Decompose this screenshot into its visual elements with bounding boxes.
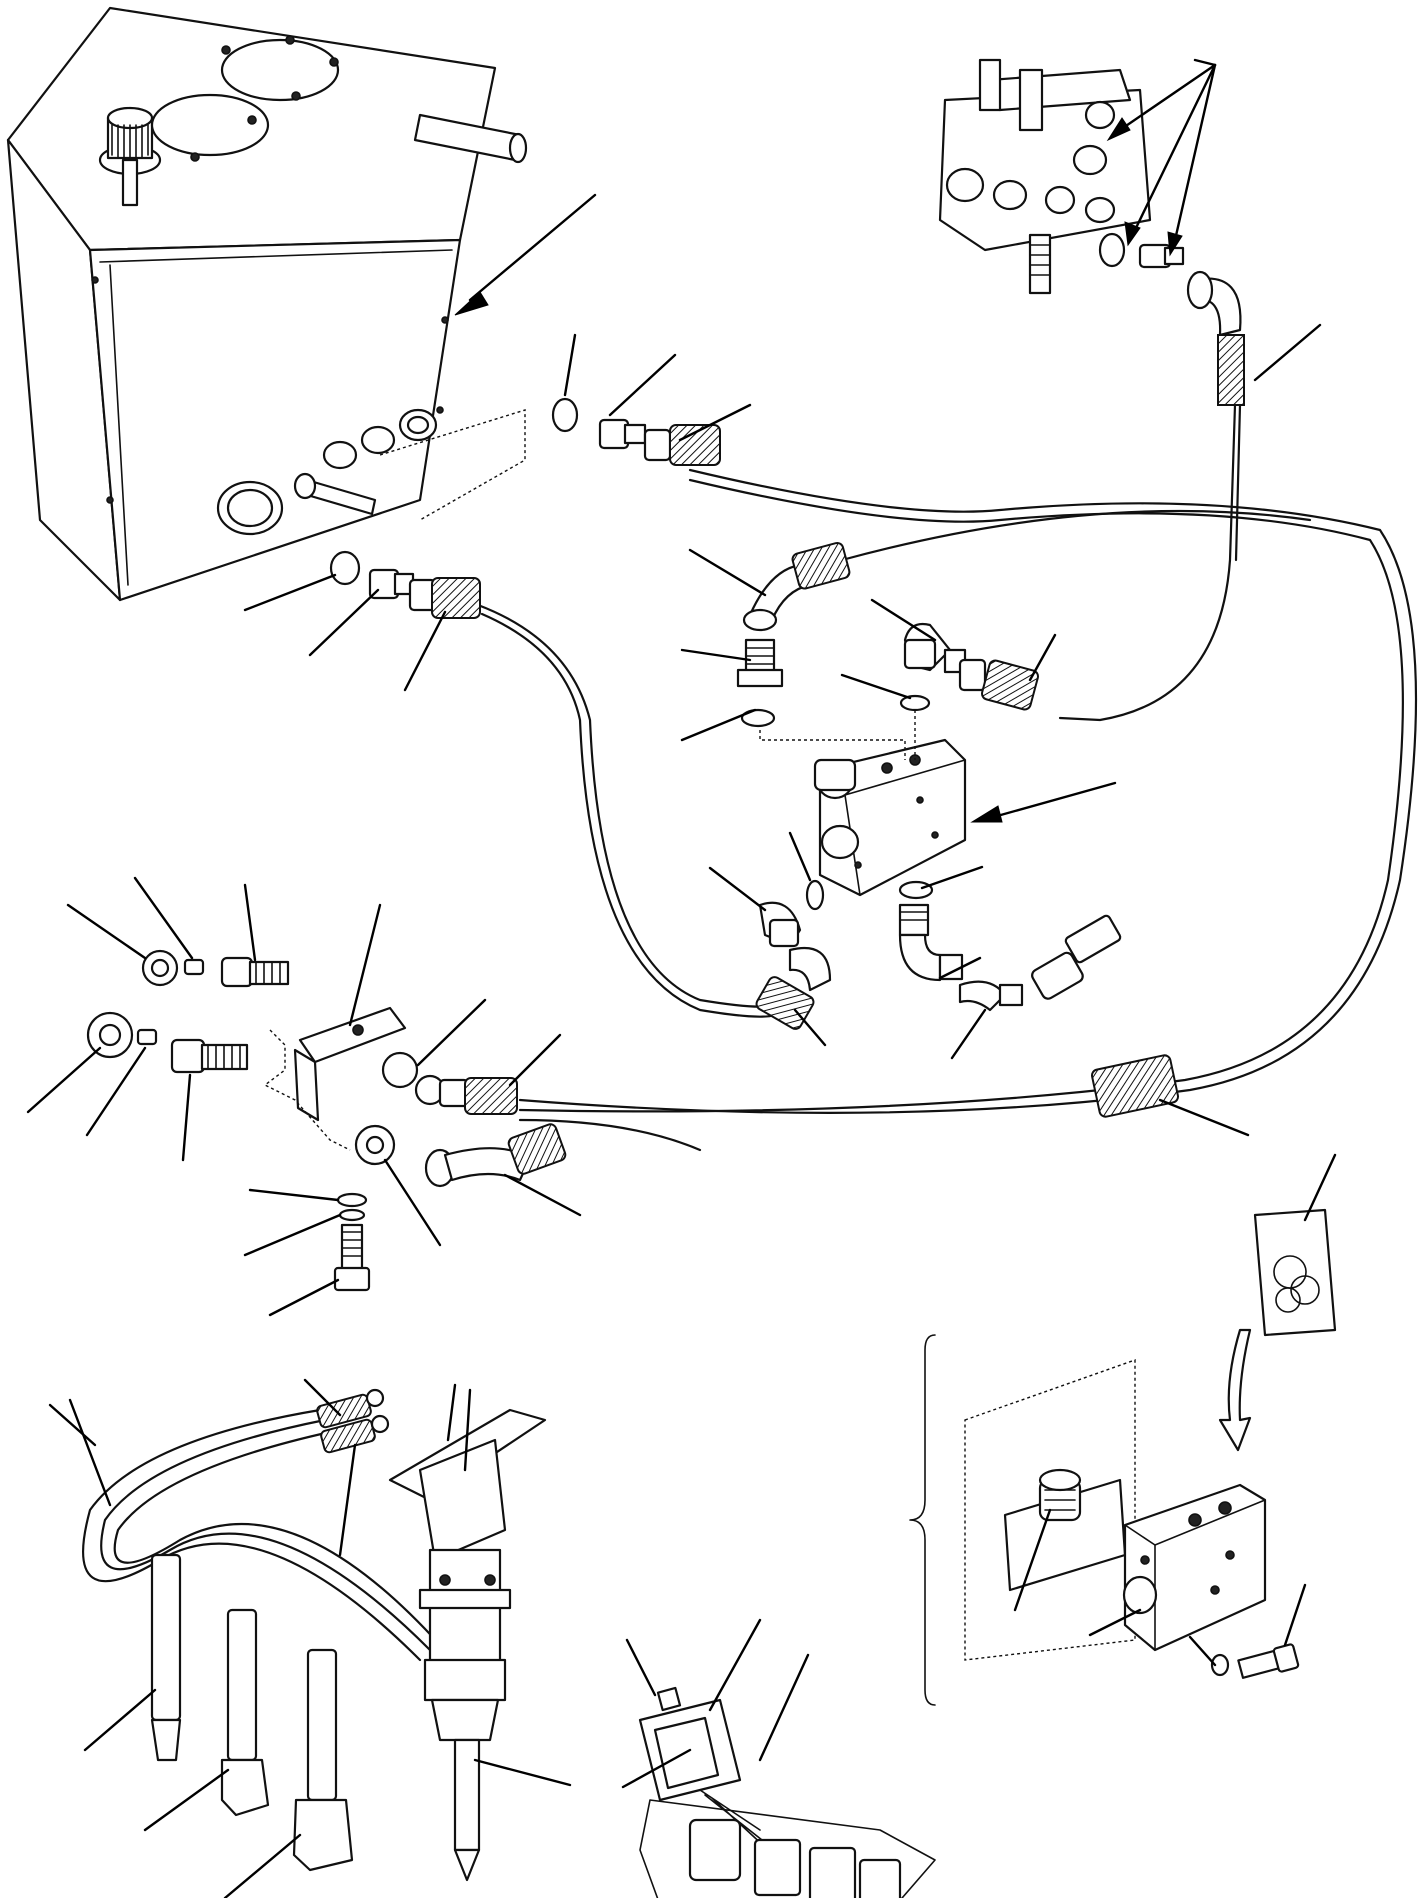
elbow-fitting bbox=[760, 903, 800, 946]
switch-panel bbox=[640, 1800, 935, 1898]
hose-end-fitting bbox=[960, 659, 1039, 711]
elbow-fitting bbox=[940, 955, 1022, 1010]
o-ring bbox=[901, 696, 929, 710]
washer bbox=[1212, 1655, 1228, 1675]
bulkhead-fitting bbox=[222, 958, 288, 986]
hydraulic-breaker-hammer bbox=[390, 1410, 545, 1880]
elbow-fitting bbox=[900, 905, 940, 980]
seal-ring bbox=[553, 399, 577, 431]
elbow-hose-fitting bbox=[754, 948, 830, 1031]
hose-end-fitting bbox=[645, 425, 720, 465]
elbow-fitting bbox=[905, 624, 965, 672]
bolt bbox=[1238, 1644, 1298, 1678]
chisel-point bbox=[152, 1555, 180, 1760]
nipple-pin bbox=[185, 960, 203, 974]
plug-fitting bbox=[1030, 914, 1122, 1000]
nut bbox=[383, 1053, 517, 1114]
nipple-pin bbox=[138, 1030, 156, 1044]
adapter-fitting bbox=[600, 420, 645, 448]
leader-lines bbox=[28, 60, 1335, 1898]
seal-kit bbox=[1220, 1210, 1335, 1450]
hose-lines bbox=[478, 405, 1416, 1150]
solenoid-coil bbox=[1040, 1470, 1080, 1520]
elbow-hose-fitting bbox=[744, 542, 851, 630]
o-ring bbox=[742, 710, 774, 726]
bulkhead-fitting bbox=[172, 1040, 247, 1072]
control-valve-bank bbox=[940, 60, 1150, 293]
elbow-hose-fitting bbox=[1188, 272, 1244, 405]
seal-ring bbox=[331, 552, 359, 584]
tank-filler-cap bbox=[100, 108, 160, 205]
breaker-hose-pair bbox=[83, 1390, 440, 1660]
selector-valve-block bbox=[815, 740, 965, 895]
adapter-fitting bbox=[370, 570, 413, 598]
washer bbox=[338, 1194, 366, 1206]
nut bbox=[356, 1126, 394, 1164]
elbow-hose-fitting bbox=[426, 1123, 567, 1186]
mounting-bracket bbox=[295, 1008, 405, 1120]
chisel-tools bbox=[152, 1555, 352, 1870]
solenoid-valve-block bbox=[1124, 1485, 1265, 1650]
adapter-fitting bbox=[1140, 245, 1183, 267]
lock-washer bbox=[340, 1210, 364, 1220]
hose-ferrule bbox=[1091, 1054, 1179, 1118]
o-ring bbox=[807, 881, 823, 909]
chisel-wide bbox=[294, 1650, 352, 1870]
chisel-narrow bbox=[222, 1610, 268, 1815]
nut bbox=[88, 1013, 132, 1057]
adapter-fitting bbox=[738, 640, 782, 686]
seal-ring bbox=[1100, 234, 1124, 266]
nut bbox=[143, 951, 177, 985]
hose-end-fitting bbox=[410, 578, 480, 618]
hydraulic-oil-tank bbox=[8, 8, 526, 600]
bolt bbox=[335, 1225, 369, 1290]
o-ring bbox=[900, 882, 932, 898]
